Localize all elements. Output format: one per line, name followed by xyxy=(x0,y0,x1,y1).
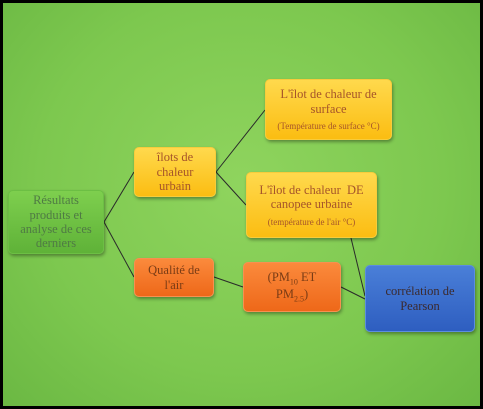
node-surface-line-1: L'îlot de chaleur de xyxy=(280,87,377,102)
node-ilots-chaleur: îlots de chaleur urbain xyxy=(134,147,216,197)
node-resultats-line-3: analyse de ces xyxy=(20,222,92,236)
node-canopee-line-2: canopee urbaine xyxy=(270,197,353,212)
node-pm-line-1: (PM10 ET xyxy=(268,270,317,287)
link-qualite-pm xyxy=(213,276,244,288)
node-pearson-line-2: Pearson xyxy=(400,298,440,313)
node-pm: (PM10 ET PM2.5) xyxy=(243,262,341,312)
link-root-qualite xyxy=(103,221,135,278)
pm25-suffix: ) xyxy=(303,287,309,301)
node-ilots-line-3: urbain xyxy=(159,179,191,194)
node-resultats-line-4: derniers xyxy=(35,236,77,251)
pm10-sub: 10 xyxy=(289,277,298,287)
pm25-sub: 2.5 xyxy=(293,294,304,304)
pm25-prefix: PM xyxy=(275,287,294,301)
connector-lines xyxy=(103,109,366,300)
node-ilot-canopee: L'îlot de chaleur DE canopee urbaine (te… xyxy=(246,172,377,238)
node-qualite-air: Qualité de l'air xyxy=(134,258,214,297)
link-ilots-canopee xyxy=(215,171,247,206)
node-surface-line-2: surface xyxy=(310,101,347,116)
node-pm-line-2: PM2.5) xyxy=(276,287,308,304)
node-ilot-surface: L'îlot de chaleur de surface (Températur… xyxy=(265,79,392,140)
node-ilots-line-2: chaleur xyxy=(156,164,194,179)
node-resultats: Résultats produits et analyse de ces der… xyxy=(8,190,104,254)
link-pm-pearson xyxy=(340,286,366,300)
node-qualite-line-2: l'air xyxy=(164,277,184,292)
node-canopee-line-1: L'îlot de chaleur DE xyxy=(259,182,364,197)
node-canopee-note: (température de l'air °C) xyxy=(267,216,356,227)
pm10-prefix: (PM xyxy=(267,270,290,285)
pm10-suffix: ET xyxy=(297,270,317,285)
node-surface-note: (Température de surface °C) xyxy=(277,121,380,132)
link-ilots-surface xyxy=(215,109,266,173)
node-pearson: corrélation de Pearson xyxy=(365,265,475,332)
node-resultats-line-2: produits et xyxy=(29,207,83,222)
node-ilots-line-1: îlots de xyxy=(156,150,194,165)
link-canopee-pearson xyxy=(350,237,366,297)
link-root-ilots xyxy=(103,171,135,223)
node-resultats-line-1: Résultats xyxy=(33,193,79,208)
node-qualite-line-1: Qualité de xyxy=(148,263,200,278)
node-pearson-line-1: corrélation de xyxy=(385,284,455,299)
